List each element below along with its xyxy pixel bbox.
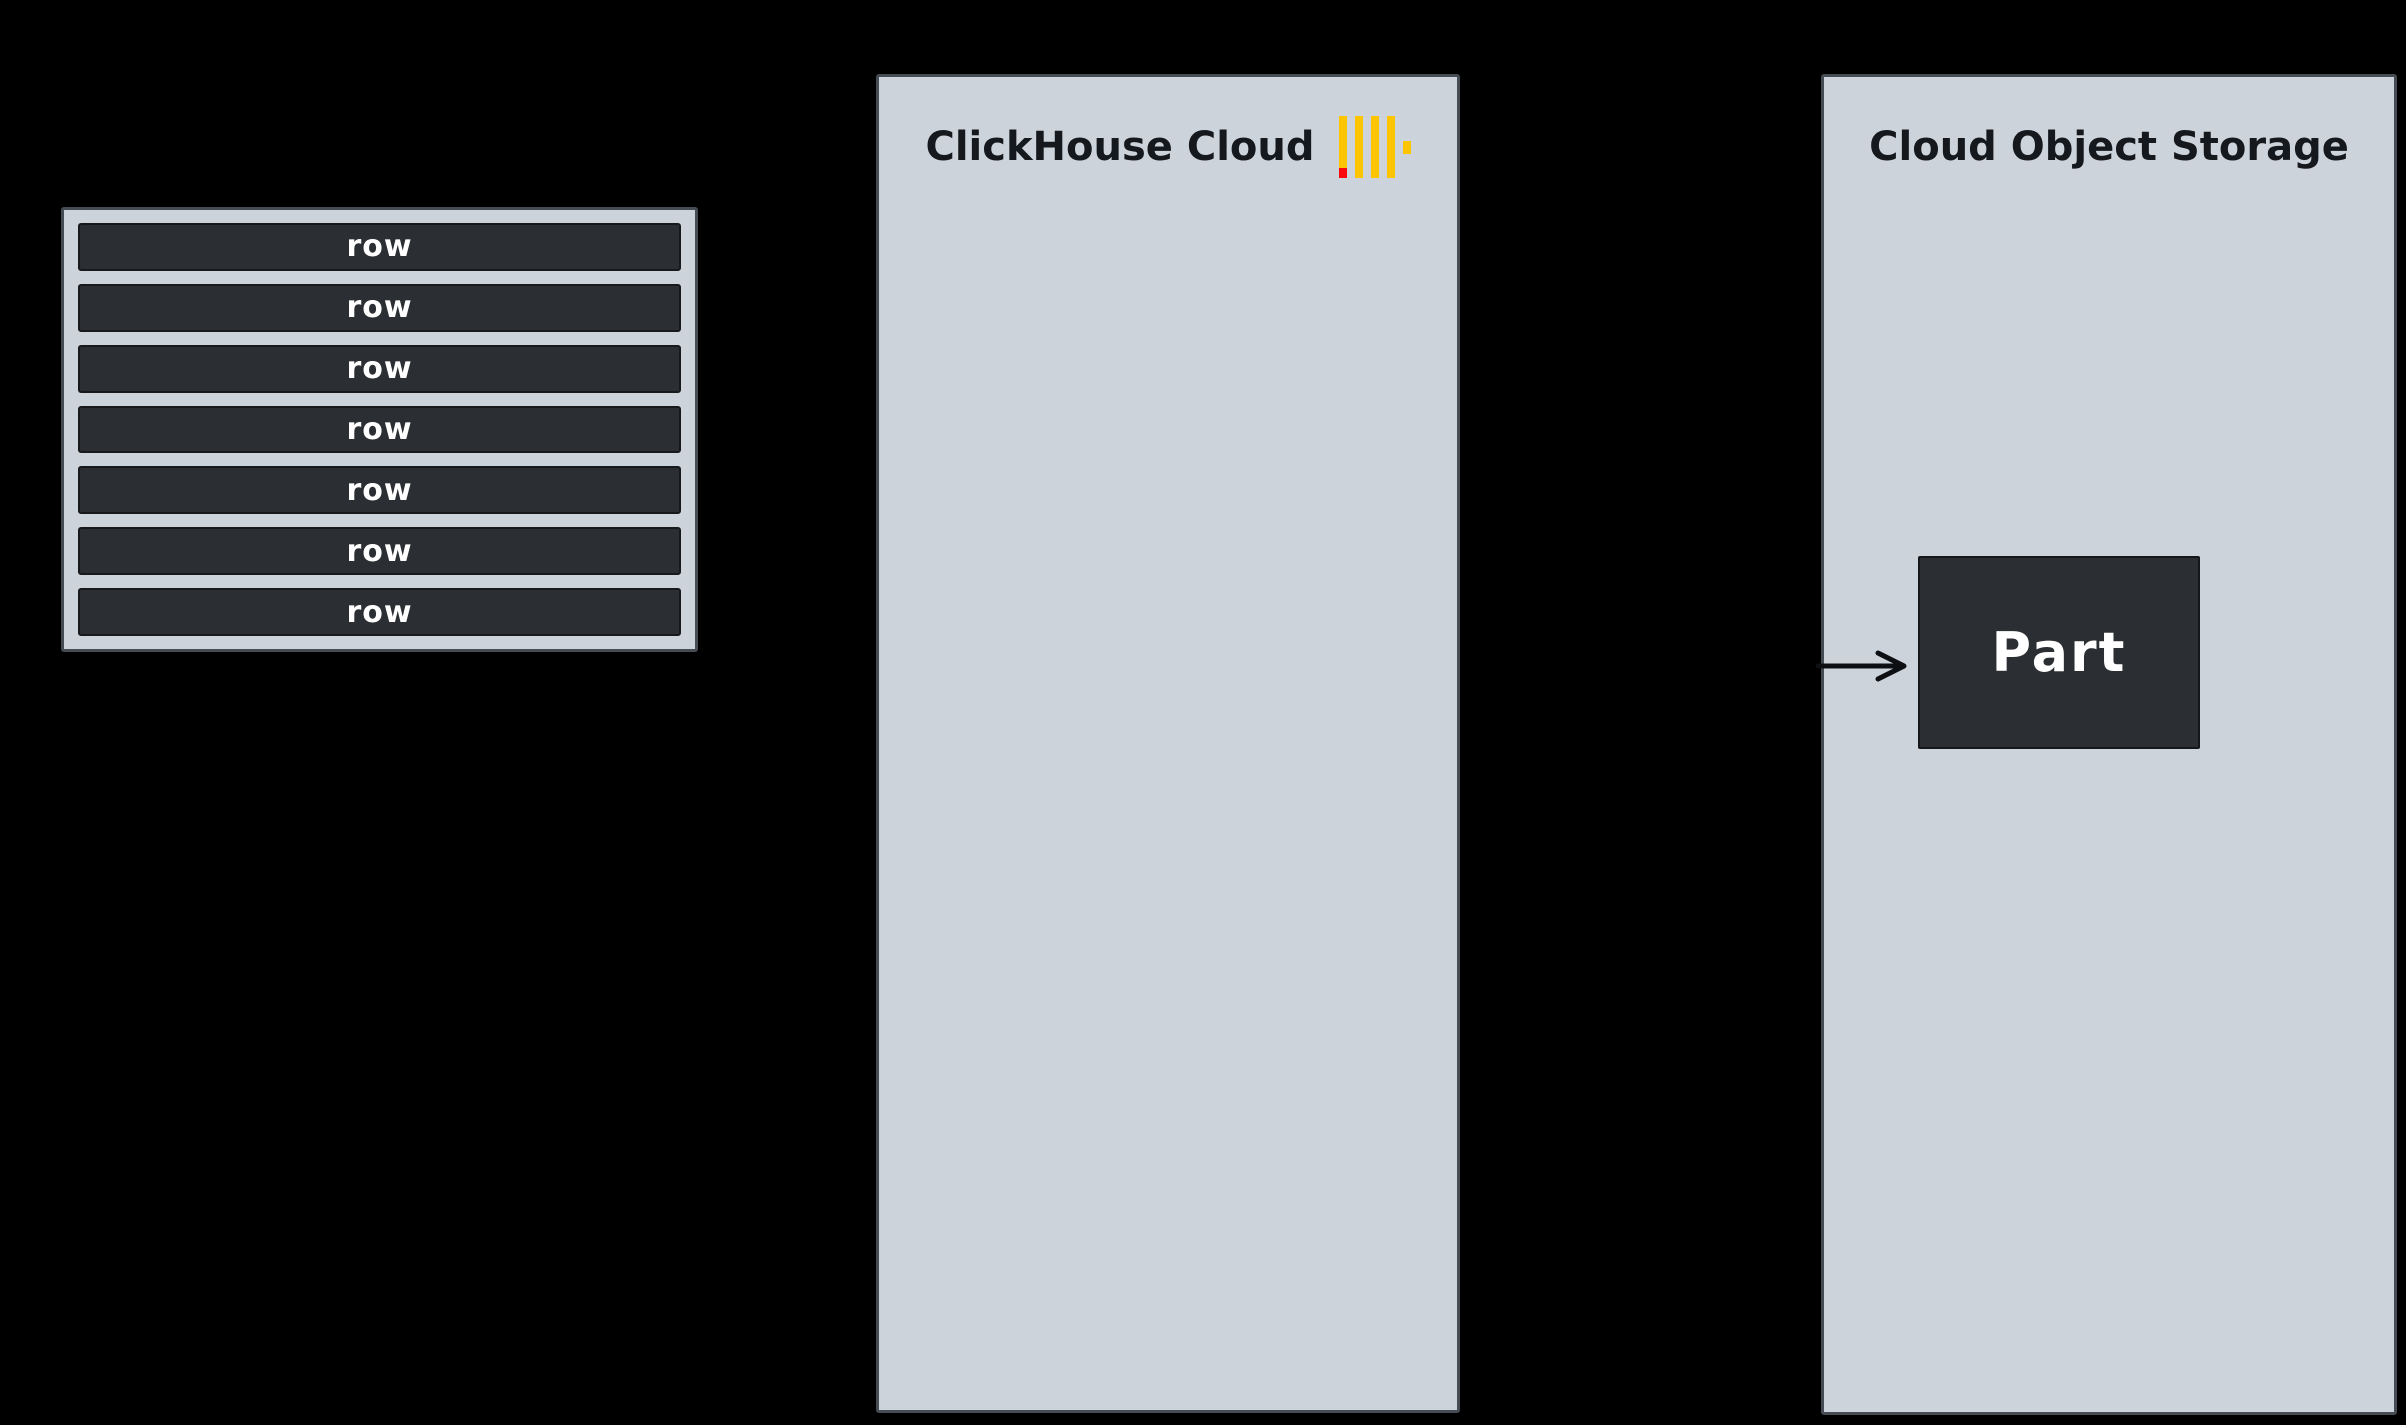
clickhouse-cloud-panel: ClickHouse Cloud	[876, 74, 1460, 1413]
row-label: row	[346, 412, 413, 447]
logo-red-foot	[1338, 168, 1347, 178]
table-row: row	[78, 344, 681, 393]
table-row: row	[78, 466, 681, 515]
part-box: Part	[1918, 556, 2200, 749]
clickhouse-logo-icon	[1338, 116, 1411, 178]
table-row: row	[78, 405, 681, 454]
cloud-object-storage-panel: Cloud Object Storage Part	[1816, 74, 2397, 1415]
arrow-to-part-icon	[1816, 650, 1907, 682]
table-row: row	[78, 223, 681, 271]
row-label: row	[346, 229, 413, 265]
row-label: row	[346, 351, 413, 387]
row-label: row	[346, 533, 413, 569]
table-row: row	[78, 283, 681, 332]
logo-bar	[1370, 116, 1379, 178]
logo-nub	[1402, 140, 1411, 154]
logo-bar	[1338, 116, 1347, 178]
rows-table: row row row row row row row	[61, 207, 698, 652]
clickhouse-cloud-header: ClickHouse Cloud	[879, 111, 1457, 183]
table-row: row	[78, 527, 681, 576]
clickhouse-cloud-title: ClickHouse Cloud	[925, 124, 1315, 170]
logo-bar	[1386, 116, 1395, 178]
part-label: Part	[1991, 621, 2127, 684]
logo-bar	[1354, 116, 1363, 178]
cloud-object-storage-header: Cloud Object Storage	[1824, 111, 2394, 183]
table-row: row	[78, 588, 681, 637]
row-label: row	[346, 290, 413, 326]
row-label: row	[346, 472, 413, 508]
row-label: row	[346, 594, 413, 630]
cloud-object-storage-title: Cloud Object Storage	[1869, 124, 2349, 170]
